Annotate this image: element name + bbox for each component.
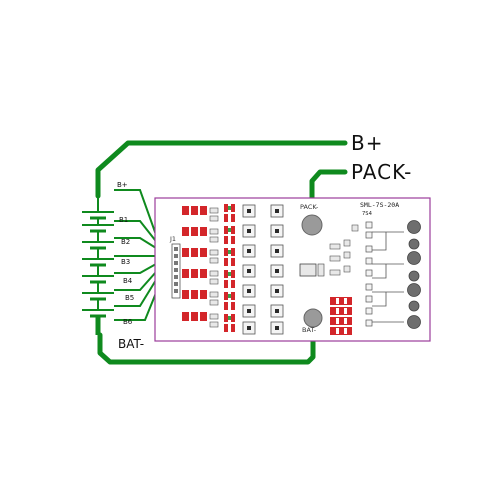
chip-strip <box>224 204 235 332</box>
balance-resistors <box>182 206 207 321</box>
board-model-label: SML-7S-20A <box>360 201 399 209</box>
pack-minus-label: PACK- <box>351 160 412 184</box>
bat-minus-wire <box>97 322 316 365</box>
pack-minus-pad: PACK- <box>300 203 323 236</box>
battery-stack <box>82 196 114 335</box>
bat-minus-pad: BAT- <box>302 308 323 334</box>
wiring <box>95 140 348 365</box>
pcb-board: J1 <box>154 197 431 342</box>
pack-pad-label: PACK- <box>300 203 319 211</box>
tap-label-b-plus: B+ <box>117 181 128 189</box>
pack-minus-wire <box>309 169 348 213</box>
ic-area <box>299 224 359 277</box>
bat-pad-label: BAT- <box>302 326 317 334</box>
j1-connector: J1 <box>169 235 181 299</box>
tap-label-b3: B3 <box>121 258 130 266</box>
tap-labels: B+ B1 B2 B3 B4 B5 B6 <box>117 181 134 326</box>
mosfet-grid <box>242 204 284 335</box>
tap-label-b2: B2 <box>121 238 130 246</box>
b-plus-label: B+ <box>351 131 383 155</box>
terminal-pads <box>365 220 421 329</box>
tap-label-b6: B6 <box>123 318 133 326</box>
tap-label-b4: B4 <box>123 277 133 285</box>
bat-minus-label: BAT- <box>118 337 144 351</box>
smd-components <box>209 207 219 328</box>
board-revision-label: 7S4 <box>362 211 373 217</box>
tap-label-b5: B5 <box>125 294 134 302</box>
b-plus-wire <box>95 140 348 199</box>
shunt-resistors <box>330 297 352 335</box>
tap-label-b1: B1 <box>119 216 128 224</box>
j1-label: J1 <box>169 235 176 243</box>
